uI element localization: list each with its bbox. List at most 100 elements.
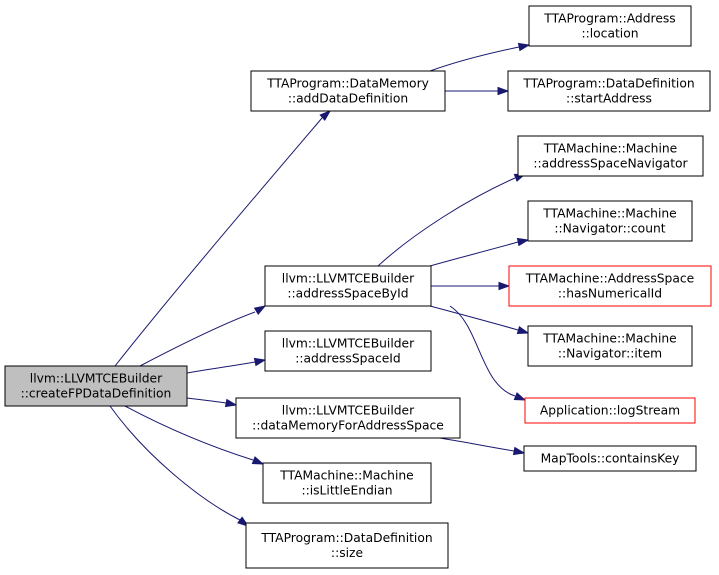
- node-hasNumericalId[interactable]: TTAMachine::AddressSpace::hasNumericalId: [508, 265, 712, 307]
- node-label-line: TTAProgram::Address: [543, 12, 675, 26]
- node-startAddress[interactable]: TTAProgram::DataDefinition::startAddress: [507, 70, 711, 112]
- node-label-line: ::hasNumericalId: [558, 287, 662, 301]
- nodes-layer: llvm::LLVMTCEBuilder::createFPDataDefini…: [4, 5, 712, 569]
- node-label-line: TTAMachine::Machine: [542, 332, 677, 346]
- arrowhead-icon: [253, 357, 267, 367]
- arrowhead-icon: [251, 456, 265, 465]
- node-navItem[interactable]: TTAMachine::Machine::Navigator::item: [527, 325, 693, 367]
- edge-line: [429, 46, 520, 72]
- edge-addressSpaceById-to-navItem: [429, 305, 530, 335]
- node-label-line: ::location: [581, 27, 638, 41]
- node-label-line: ::dataMemoryForAddressSpace: [252, 419, 444, 433]
- edge-root-to-isLittleEndian: [124, 405, 265, 465]
- node-label-line: TTAProgram::DataDefinition: [260, 531, 432, 545]
- node-box[interactable]: [527, 325, 693, 367]
- arrowhead-icon: [237, 516, 250, 527]
- node-box[interactable]: [262, 462, 432, 504]
- node-box[interactable]: [264, 330, 432, 372]
- edge-line: [124, 405, 254, 461]
- node-label-line: ::size: [331, 546, 363, 560]
- arrowhead-icon: [516, 325, 530, 335]
- node-navCount[interactable]: TTAMachine::Machine::Navigator::count: [527, 200, 693, 242]
- arrowhead-icon: [319, 109, 332, 122]
- node-label-line: llvm::LLVMTCEBuilder: [282, 404, 415, 418]
- edge-root-to-addressSpaceById: [139, 305, 267, 367]
- edge-root-to-ddSize: [109, 405, 250, 527]
- edge-line: [186, 397, 227, 404]
- node-root[interactable]: llvm::LLVMTCEBuilder::createFPDataDefini…: [4, 365, 188, 407]
- arrowhead-icon: [517, 42, 531, 52]
- node-label-line: ::addressSpaceId: [295, 352, 401, 366]
- edge-line: [429, 305, 519, 331]
- node-box[interactable]: [517, 135, 704, 177]
- node-label-line: ::createFPDataDefinition: [21, 387, 172, 401]
- node-isLittleEndian[interactable]: TTAMachine::Machine::isLittleEndian: [262, 462, 432, 504]
- node-label-line: ::addDataDefinition: [288, 92, 408, 106]
- edge-addDataDefinition-to-location: [429, 42, 531, 72]
- node-dataMemoryForAddressSpace[interactable]: llvm::LLVMTCEBuilder::dataMemoryForAddre…: [235, 397, 461, 439]
- edge-addressSpaceById-to-logStream: [449, 305, 527, 401]
- node-box[interactable]: [4, 365, 188, 407]
- node-label-line: TTAMachine::AddressSpace: [525, 272, 694, 286]
- edge-addressSpaceById-to-hasNumericalId: [431, 281, 511, 291]
- edge-line: [439, 437, 515, 452]
- node-label-line: llvm::LLVMTCEBuilder: [30, 372, 163, 386]
- edge-line: [377, 177, 516, 267]
- node-box[interactable]: [528, 5, 692, 47]
- node-label-line: ::addressSpaceById: [287, 287, 408, 301]
- node-label-line: MapTools::containsKey: [541, 452, 680, 466]
- edge-dataMemoryForAddressSpace-to-containsKey: [439, 437, 526, 456]
- arrowhead-icon: [512, 446, 526, 456]
- node-box[interactable]: [264, 265, 432, 307]
- node-box[interactable]: [245, 522, 449, 569]
- edge-line: [109, 405, 241, 521]
- node-label-line: TTAMachine::Machine: [542, 207, 677, 221]
- edge-root-to-dataMemoryForAddressSpace: [186, 397, 238, 408]
- node-addDataDefinition[interactable]: TTAProgram::DataMemory::addDataDefinitio…: [250, 70, 446, 112]
- node-label-line: ::Navigator::item: [558, 347, 662, 361]
- node-location[interactable]: TTAProgram::Address::location: [528, 5, 692, 47]
- node-label-line: ::isLittleEndian: [301, 484, 392, 498]
- node-box[interactable]: [235, 397, 461, 439]
- node-label-line: llvm::LLVMTCEBuilder: [282, 337, 415, 351]
- arrowhead-icon: [513, 392, 527, 401]
- node-box[interactable]: [507, 70, 711, 112]
- node-box[interactable]: [527, 200, 693, 242]
- node-label-line: Application::logStream: [540, 404, 680, 418]
- node-label-line: TTAMachine::Machine: [279, 469, 414, 483]
- edge-line: [114, 117, 323, 367]
- node-label-line: TTAMachine::Machine: [543, 142, 678, 156]
- node-box[interactable]: [523, 445, 697, 472]
- arrowhead-icon: [516, 237, 530, 247]
- node-logStream[interactable]: Application::logStream: [524, 397, 696, 424]
- edge-root-to-addressSpaceId: [186, 357, 267, 374]
- edge-addressSpaceById-to-addressSpaceNavigator: [377, 173, 527, 267]
- node-label-line: ::startAddress: [566, 92, 652, 106]
- edge-line: [186, 361, 256, 374]
- node-box[interactable]: [508, 265, 712, 307]
- node-label-line: ::addressSpaceNavigator: [533, 157, 688, 171]
- edges-layer: [109, 42, 531, 527]
- node-label-line: TTAProgram::DataMemory: [266, 77, 429, 91]
- node-label-line: TTAProgram::DataDefinition: [522, 77, 694, 91]
- edge-root-to-addDataDefinition: [114, 109, 332, 367]
- arrowhead-icon: [498, 281, 511, 291]
- edge-line: [449, 305, 516, 397]
- node-addressSpaceById[interactable]: llvm::LLVMTCEBuilder::addressSpaceById: [264, 265, 432, 307]
- node-label-line: llvm::LLVMTCEBuilder: [282, 272, 415, 286]
- node-box[interactable]: [524, 397, 696, 424]
- node-ddSize[interactable]: TTAProgram::DataDefinition::size: [245, 522, 449, 569]
- node-label-line: ::Navigator::count: [554, 222, 665, 236]
- arrowhead-icon: [497, 86, 510, 96]
- edge-line: [429, 241, 519, 267]
- node-addressSpaceId[interactable]: llvm::LLVMTCEBuilder::addressSpaceId: [264, 330, 432, 372]
- node-addressSpaceNavigator[interactable]: TTAMachine::Machine::addressSpaceNavigat…: [517, 135, 704, 177]
- node-box[interactable]: [250, 70, 446, 112]
- arrowhead-icon: [253, 305, 267, 315]
- edge-addressSpaceById-to-navCount: [429, 237, 530, 267]
- edge-line: [139, 311, 256, 367]
- arrowhead-icon: [224, 398, 238, 408]
- node-containsKey[interactable]: MapTools::containsKey: [523, 445, 697, 472]
- edge-addDataDefinition-to-startAddress: [445, 86, 510, 96]
